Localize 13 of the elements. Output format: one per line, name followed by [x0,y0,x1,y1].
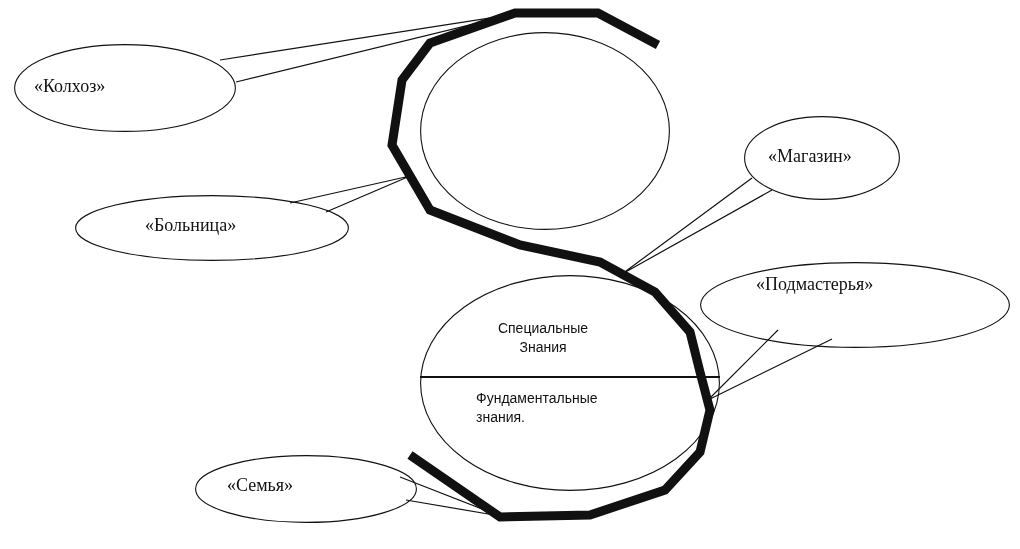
s-curve [387,8,715,522]
callout-text: «Больница» [145,215,237,236]
callout-ellipse [75,195,349,261]
callout-text: «Магазин» [768,146,852,167]
callout-text: «Колхоз» [34,76,106,97]
callout-text: «Подмастерья» [756,274,874,295]
callout-ellipse [14,44,236,132]
callout-ellipse [744,116,900,200]
callout-text: «Семья» [227,475,294,496]
section-text: Специальные Знания [496,319,590,357]
callout-ellipse [195,455,417,523]
section-text: Фундаментальные знания. [476,389,599,427]
callout-ellipse [700,262,1010,348]
